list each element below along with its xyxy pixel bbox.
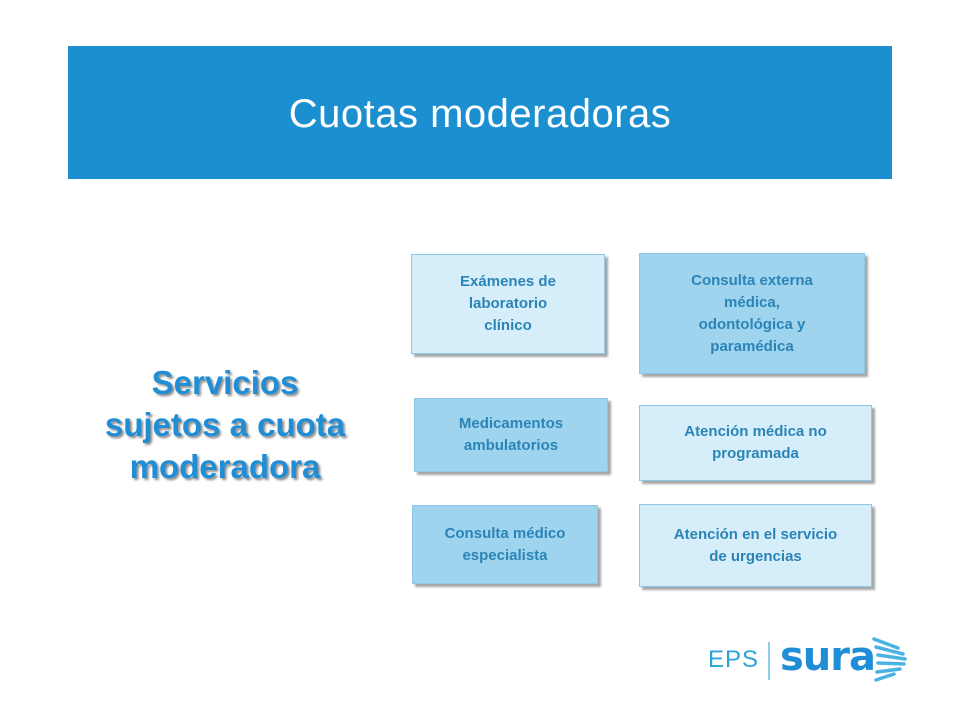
logo-eps-text: EPS — [708, 646, 760, 673]
service-box-laboratory: Exámenes de laboratorio clínico — [411, 254, 605, 354]
service-box-label: Atención médica no programada — [684, 423, 827, 462]
logo-brand-text: sura — [780, 634, 876, 680]
service-box-unscheduled-care: Atención médica no programada — [639, 405, 872, 481]
service-box-label: Medicamentos ambulatorios — [458, 415, 564, 454]
service-box-emergency-care: Atención en el servicio de urgencias — [639, 504, 872, 587]
logo-divider — [768, 642, 770, 680]
service-box-label: Atención en el servicio de urgencias — [673, 525, 838, 565]
service-box-label: Consulta médico especialista — [444, 524, 566, 564]
wing-stripes-icon — [872, 637, 907, 682]
service-box-ambulatory-medicines: Medicamentos ambulatorios — [414, 398, 608, 472]
eps-sura-logo: EPS sura — [700, 632, 910, 688]
services-heading: Servicios sujetos a cuota moderadora — [60, 362, 390, 488]
service-box-label: Exámenes de laboratorio clínico — [460, 273, 556, 334]
service-box-label: Consulta externa médica, odontológica y … — [691, 271, 813, 355]
service-box-specialist-consultation: Consulta médico especialista — [412, 505, 598, 584]
title-banner: Cuotas moderadoras — [68, 46, 892, 179]
services-heading-line-1: Servicios — [151, 364, 299, 401]
page-title: Cuotas moderadoras — [288, 92, 672, 136]
services-heading-line-3: moderadora — [129, 448, 321, 485]
services-heading-line-2: sujetos a cuota — [104, 406, 346, 443]
service-box-external-consultation: Consulta externa médica, odontológica y … — [639, 253, 865, 374]
